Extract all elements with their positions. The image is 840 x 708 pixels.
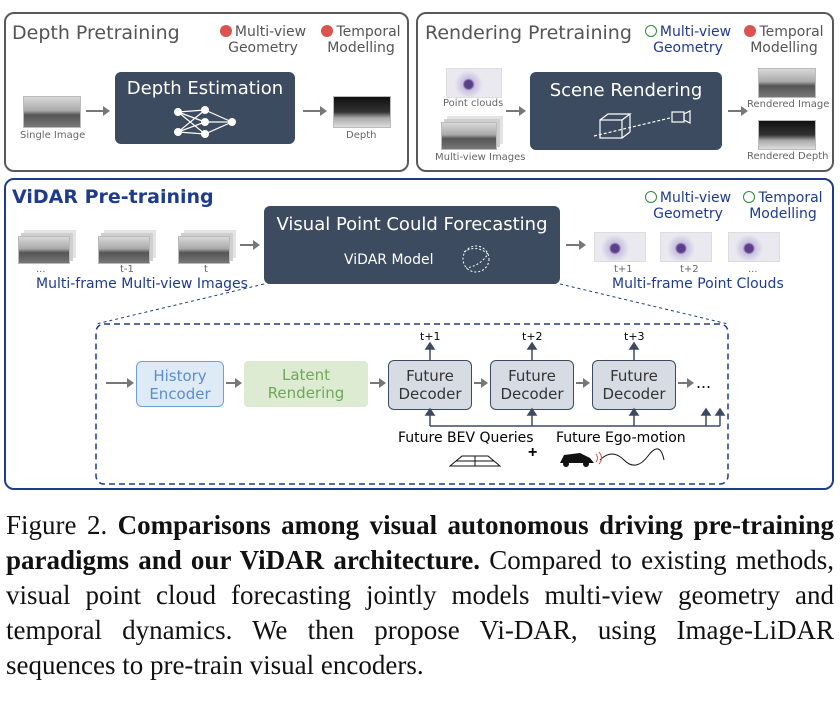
history-encoder-box: History Encoder (136, 361, 224, 407)
future-decoder-3: Future Decoder (592, 360, 676, 410)
plus-sign: + (528, 444, 538, 461)
badge-label: Multi-view Geometry (653, 190, 732, 222)
cloud-thumb (594, 232, 646, 262)
depth-output-label: Depth (346, 130, 377, 141)
multi-view-images-thumb (441, 122, 497, 150)
rendering-pretraining-panel (416, 12, 834, 172)
figure-caption: Figure 2. Comparisons among visual auton… (6, 508, 834, 683)
vidar-box-subtitle: ViDAR Model (344, 252, 434, 268)
arrow (240, 240, 260, 250)
frame-thumb (178, 236, 230, 264)
frame-thumb (98, 236, 150, 264)
badge-label: Multi-view Geometry (228, 24, 307, 56)
depth-output-thumb (333, 96, 391, 128)
arrow (370, 378, 386, 388)
rendered-depth-label: Rendered Depth (747, 151, 829, 162)
point-clouds-label: Point clouds (443, 98, 504, 109)
vidar-badge-temporal: Temporal Modelling (736, 190, 830, 222)
ellipsis: ... (696, 372, 712, 392)
cloud-label: t+1 (614, 264, 633, 275)
arrow (303, 106, 327, 116)
depth-badge-temporal: Temporal Modelling (315, 24, 407, 56)
multi-view-images-label: Multi-view Images (435, 152, 526, 163)
frame-label: t-1 (120, 264, 134, 275)
time-label: t+3 (624, 330, 645, 343)
badge-label: Multi-view Geometry (653, 24, 732, 56)
vidar-pretraining-panel (4, 178, 834, 490)
vidar-badge-geometry: Multi-view Geometry (640, 190, 736, 222)
input-frames-label: Multi-frame Multi-view Images (36, 276, 248, 292)
arrow (678, 378, 694, 388)
scene-rendering-label: Scene Rendering (549, 80, 703, 101)
render-badge-temporal: Temporal Modelling (738, 24, 830, 56)
vidar-box-title: Visual Point Could Forecasting (276, 214, 548, 235)
badge-label: Temporal Modelling (327, 24, 401, 56)
check-icon (644, 25, 657, 37)
badge-label: Temporal Modelling (750, 24, 824, 56)
frame-label: ... (36, 264, 46, 275)
arrow (728, 106, 748, 116)
arrow (506, 106, 526, 116)
future-ego-motion-label: Future Ego-motion (556, 430, 686, 446)
arrow (106, 378, 134, 388)
single-image-thumb (23, 96, 81, 128)
depth-estimation-label: Depth Estimation (126, 78, 284, 99)
render-badge-geometry: Multi-view Geometry (640, 24, 736, 56)
future-decoder-1: Future Decoder (388, 360, 472, 410)
rendered-image-label: Rendered Image (747, 99, 830, 110)
vidar-panel-title: ViDAR Pre-training (12, 186, 214, 208)
frame-thumb (18, 236, 70, 264)
caption-prefix: Figure 2. (6, 510, 118, 540)
rendered-depth-thumb (758, 120, 816, 150)
depth-pretraining-panel (4, 12, 409, 172)
future-decoder-2: Future Decoder (490, 360, 574, 410)
rendered-image-thumb (758, 68, 816, 98)
check-icon (743, 191, 756, 203)
caption-body: Compared to existing methods, visual poi… (6, 545, 834, 680)
network-glyph-icon (462, 245, 490, 273)
frame-label: t (204, 264, 208, 275)
single-image-label: Single Image (20, 130, 86, 141)
latent-rendering-box: Latent Rendering (244, 361, 368, 407)
arrow (86, 106, 110, 116)
neural-network-icon (174, 106, 236, 138)
output-clouds-label: Multi-frame Point Clouds (612, 276, 784, 292)
arrow (566, 240, 586, 250)
cross-icon (744, 25, 757, 37)
badge-label: Temporal Modelling (749, 190, 823, 222)
cross-icon (321, 25, 334, 37)
check-icon (644, 191, 657, 203)
time-label: t+1 (420, 330, 441, 343)
cloud-label: ... (748, 264, 758, 275)
camera-ray-icon (593, 110, 691, 139)
arrow (226, 378, 242, 388)
depth-estimation-box: Depth Estimation (115, 72, 295, 144)
scene-rendering-box: Scene Rendering (530, 72, 722, 150)
vidar-model-box: Visual Point Could Forecasting ViDAR Mod… (264, 206, 560, 284)
time-label: t+2 (522, 330, 543, 343)
caption-bold: Comparisons among visual autonomous driv… (6, 510, 834, 575)
cross-icon (219, 25, 232, 37)
cloud-thumb (728, 232, 780, 262)
render-panel-title: Rendering Pretraining (425, 22, 632, 44)
future-bev-queries-label: Future BEV Queries (398, 430, 534, 446)
depth-badge-geometry: Multi-view Geometry (213, 24, 313, 56)
point-cloud-thumb (446, 68, 502, 98)
depth-panel-title: Depth Pretraining (12, 22, 180, 44)
cloud-label: t+2 (680, 264, 699, 275)
cloud-thumb (660, 232, 712, 262)
arrow (474, 378, 488, 388)
arrow (576, 378, 590, 388)
